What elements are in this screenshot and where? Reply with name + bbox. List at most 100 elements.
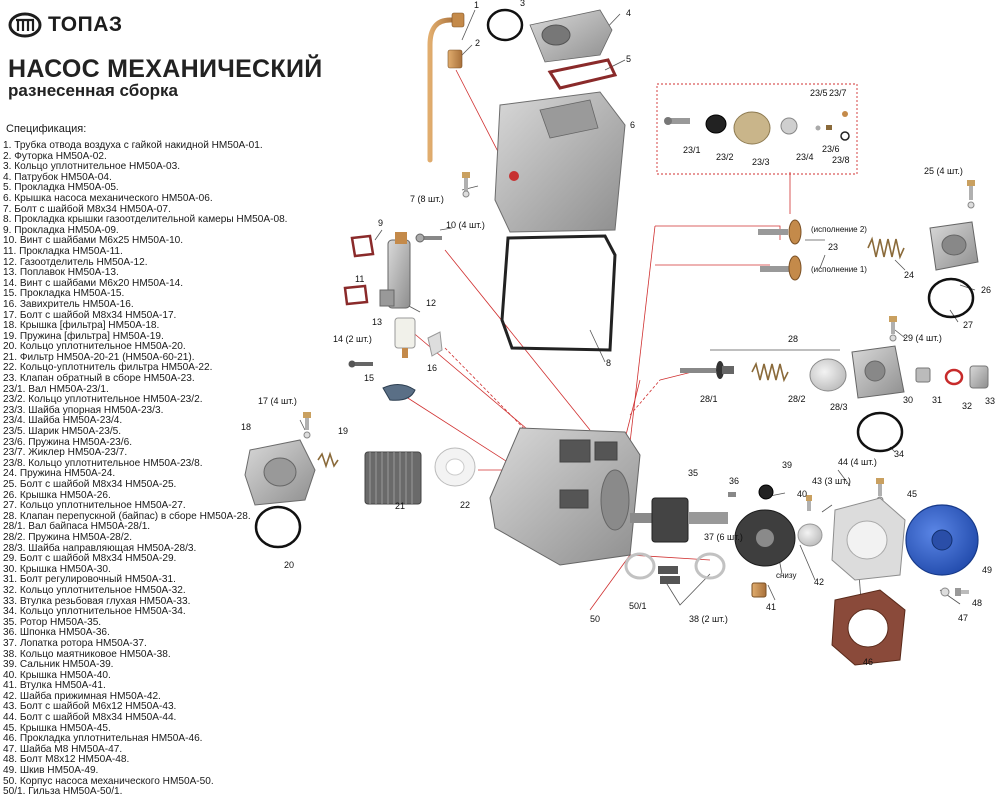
label-l49: 49 bbox=[982, 565, 992, 575]
label-isp1: (исполнение 1) bbox=[811, 265, 867, 274]
spec-item: 27. Кольцо уплотнительное НМ50А-27. bbox=[3, 500, 186, 512]
part-33-bushing bbox=[969, 365, 989, 389]
label-l23: 23 bbox=[828, 242, 838, 252]
part-35-rotor bbox=[630, 497, 728, 543]
spec-item: 45. Крышка НМ50А-45. bbox=[3, 722, 111, 734]
part-50-port-1 bbox=[559, 439, 591, 463]
spec-item: 31. Болт регулировочный НМ50А-31. bbox=[3, 574, 176, 586]
part-14-screw bbox=[348, 360, 373, 368]
part-23-2-o-ring bbox=[705, 114, 727, 134]
spec-item: 23/5. Шарик НМ50А-23/5. bbox=[3, 426, 122, 438]
spec-item: 19. Пружина [фильтра] НМ50А-19. bbox=[3, 330, 164, 342]
part-23-1-shaft bbox=[664, 117, 690, 125]
part-46-hole bbox=[847, 608, 889, 648]
label-l23-2: 23/2 bbox=[716, 152, 734, 162]
part-47-washer bbox=[940, 587, 950, 597]
part-50-bore bbox=[600, 469, 630, 531]
spec-item: 32. Кольцо уплотнительное НМ50А-32. bbox=[3, 584, 186, 596]
label-l42: 42 bbox=[814, 577, 824, 587]
part-23-6-spring bbox=[826, 125, 832, 130]
spec-item: 47. Шайба М8 НМ50А-47. bbox=[3, 743, 123, 755]
spec-item: 2. Футорка НМ50А-02. bbox=[3, 150, 107, 162]
spec-item: 15. Прокладка НМ50А-15. bbox=[3, 288, 125, 300]
part-29-bolt bbox=[889, 316, 897, 342]
part-10-screw bbox=[415, 233, 442, 243]
label-l22: 22 bbox=[460, 500, 470, 510]
part-19-spring bbox=[317, 451, 339, 469]
label-l40: 40 bbox=[797, 489, 807, 499]
spec-item: 43. Болт с шайбой М6х12 НМ50А-43. bbox=[3, 701, 177, 713]
part-1-air-tube bbox=[427, 17, 458, 163]
label-l5: 5 bbox=[626, 54, 631, 64]
page-title: НАСОС МЕХАНИЧЕСКИЙ bbox=[8, 55, 323, 83]
spec-item: 46. Прокладка уплотнительная НМ50А-46. bbox=[3, 733, 203, 745]
label-l30: 30 bbox=[903, 395, 913, 405]
spec-item: 39. Сальник НМ50А-39. bbox=[3, 659, 114, 671]
label-l45: 45 bbox=[907, 489, 917, 499]
spec-item: 23/3. Шайба упорная НМ50А-23/3. bbox=[3, 404, 164, 416]
part-30-hole bbox=[864, 360, 886, 382]
part-6-top-flange bbox=[539, 99, 599, 139]
label-l23-8: 23/8 bbox=[832, 155, 850, 165]
spec-item: 18. Крышка [фильтра] НМ50А-18. bbox=[3, 320, 160, 332]
spec-item: 4. Патрубок НМ50А-04. bbox=[3, 171, 112, 183]
label-l38: 38 (2 шт.) bbox=[689, 614, 728, 624]
spec-item: 41. Втулка НМ50А-41. bbox=[3, 680, 106, 692]
label-l44: 44 (4 шт.) bbox=[838, 457, 877, 467]
spec-item: 38. Кольцо маятниковое НМ50А-38. bbox=[3, 648, 171, 660]
label-l23-4: 23/4 bbox=[796, 152, 814, 162]
label-l25: 25 (4 шт.) bbox=[924, 166, 963, 176]
part-2-fitting bbox=[447, 49, 463, 69]
spec-heading: Спецификация: bbox=[6, 123, 87, 135]
label-l39: 39 bbox=[782, 460, 792, 470]
spec-item: 33. Втулка резьбовая глухая НМ50А-33. bbox=[3, 595, 191, 607]
label-l8: 8 bbox=[606, 358, 611, 368]
part-28-2-spring bbox=[751, 361, 789, 383]
part-20-o-ring bbox=[254, 505, 302, 549]
part-1-nut bbox=[451, 12, 465, 28]
part-32-o-ring bbox=[944, 368, 964, 386]
part-42-washer bbox=[797, 523, 823, 547]
spec-item: 1. Трубка отвода воздуха с гайкой накидн… bbox=[3, 140, 263, 151]
spec-item: 5. Прокладка НМ50А-05. bbox=[3, 182, 119, 194]
part-21-filter bbox=[364, 451, 422, 505]
spec-item: 13. Поплавок НМ50А-13. bbox=[3, 267, 119, 279]
label-l43: 43 (3 шт.) bbox=[812, 476, 851, 486]
label-isp2: (исполнение 2) bbox=[811, 225, 867, 234]
label-l7: 7 (8 шт.) bbox=[410, 194, 444, 204]
spec-item: 25. Болт с шайбой М8х34 НМ50А-25. bbox=[3, 479, 177, 490]
part-7-bolt bbox=[462, 172, 470, 198]
part-36-key bbox=[728, 492, 736, 497]
spec-item: 28/3. Шайба направляющая НМ50А-28/3. bbox=[3, 542, 197, 554]
spec-item: 23/2. Кольцо уплотнительное НМ50А-23/2. bbox=[3, 394, 203, 406]
label-l33: 33 bbox=[985, 396, 995, 406]
part-40-center bbox=[756, 529, 774, 547]
label-l47: 47 bbox=[958, 613, 968, 623]
spec-item: 21. Фильтр НМ50А-20-21 (НМ50А-60-21). bbox=[3, 351, 195, 363]
label-l37: 37 (6 шт.) bbox=[704, 532, 743, 542]
part-34-o-ring bbox=[856, 411, 904, 453]
label-l36: 36 bbox=[729, 476, 739, 486]
spec-item: 44. Болт с шайбой М8х34 НМ50А-44. bbox=[3, 712, 177, 724]
part-24-spring bbox=[867, 236, 905, 260]
part-8-cover-gasket bbox=[500, 234, 617, 352]
part-45-hole bbox=[846, 520, 888, 560]
label-l21: 21 bbox=[395, 501, 405, 511]
label-l46: 46 bbox=[863, 657, 873, 667]
spec-item: 23/1. Вал НМ50А-23/1. bbox=[3, 383, 109, 395]
label-l15: 15 bbox=[364, 373, 374, 383]
spec-item: 11. Прокладка НМ50А-11. bbox=[3, 245, 123, 257]
spec-item: 9. Прокладка НМ50А-09. bbox=[3, 224, 119, 236]
part-6-red-hole bbox=[509, 171, 519, 181]
part-41-bushing bbox=[751, 582, 767, 598]
spec-item: 6. Крышка насоса механического НМ50А-06. bbox=[3, 192, 213, 204]
part-23-5-ball bbox=[815, 125, 821, 131]
spec-item: 50/1. Гильза НМ50А-50/1. bbox=[3, 786, 123, 798]
part-27-o-ring bbox=[927, 277, 975, 319]
spec-item: 22. Кольцо-уплотнитель фильтра НМ50А-22. bbox=[3, 362, 213, 374]
spec-item: 8. Прокладка крышки газоотделительной ка… bbox=[3, 214, 288, 226]
brand-name: ТОПАЗ bbox=[48, 13, 123, 36]
part-50-port-2 bbox=[594, 441, 618, 461]
label-l12: 12 bbox=[426, 298, 436, 308]
